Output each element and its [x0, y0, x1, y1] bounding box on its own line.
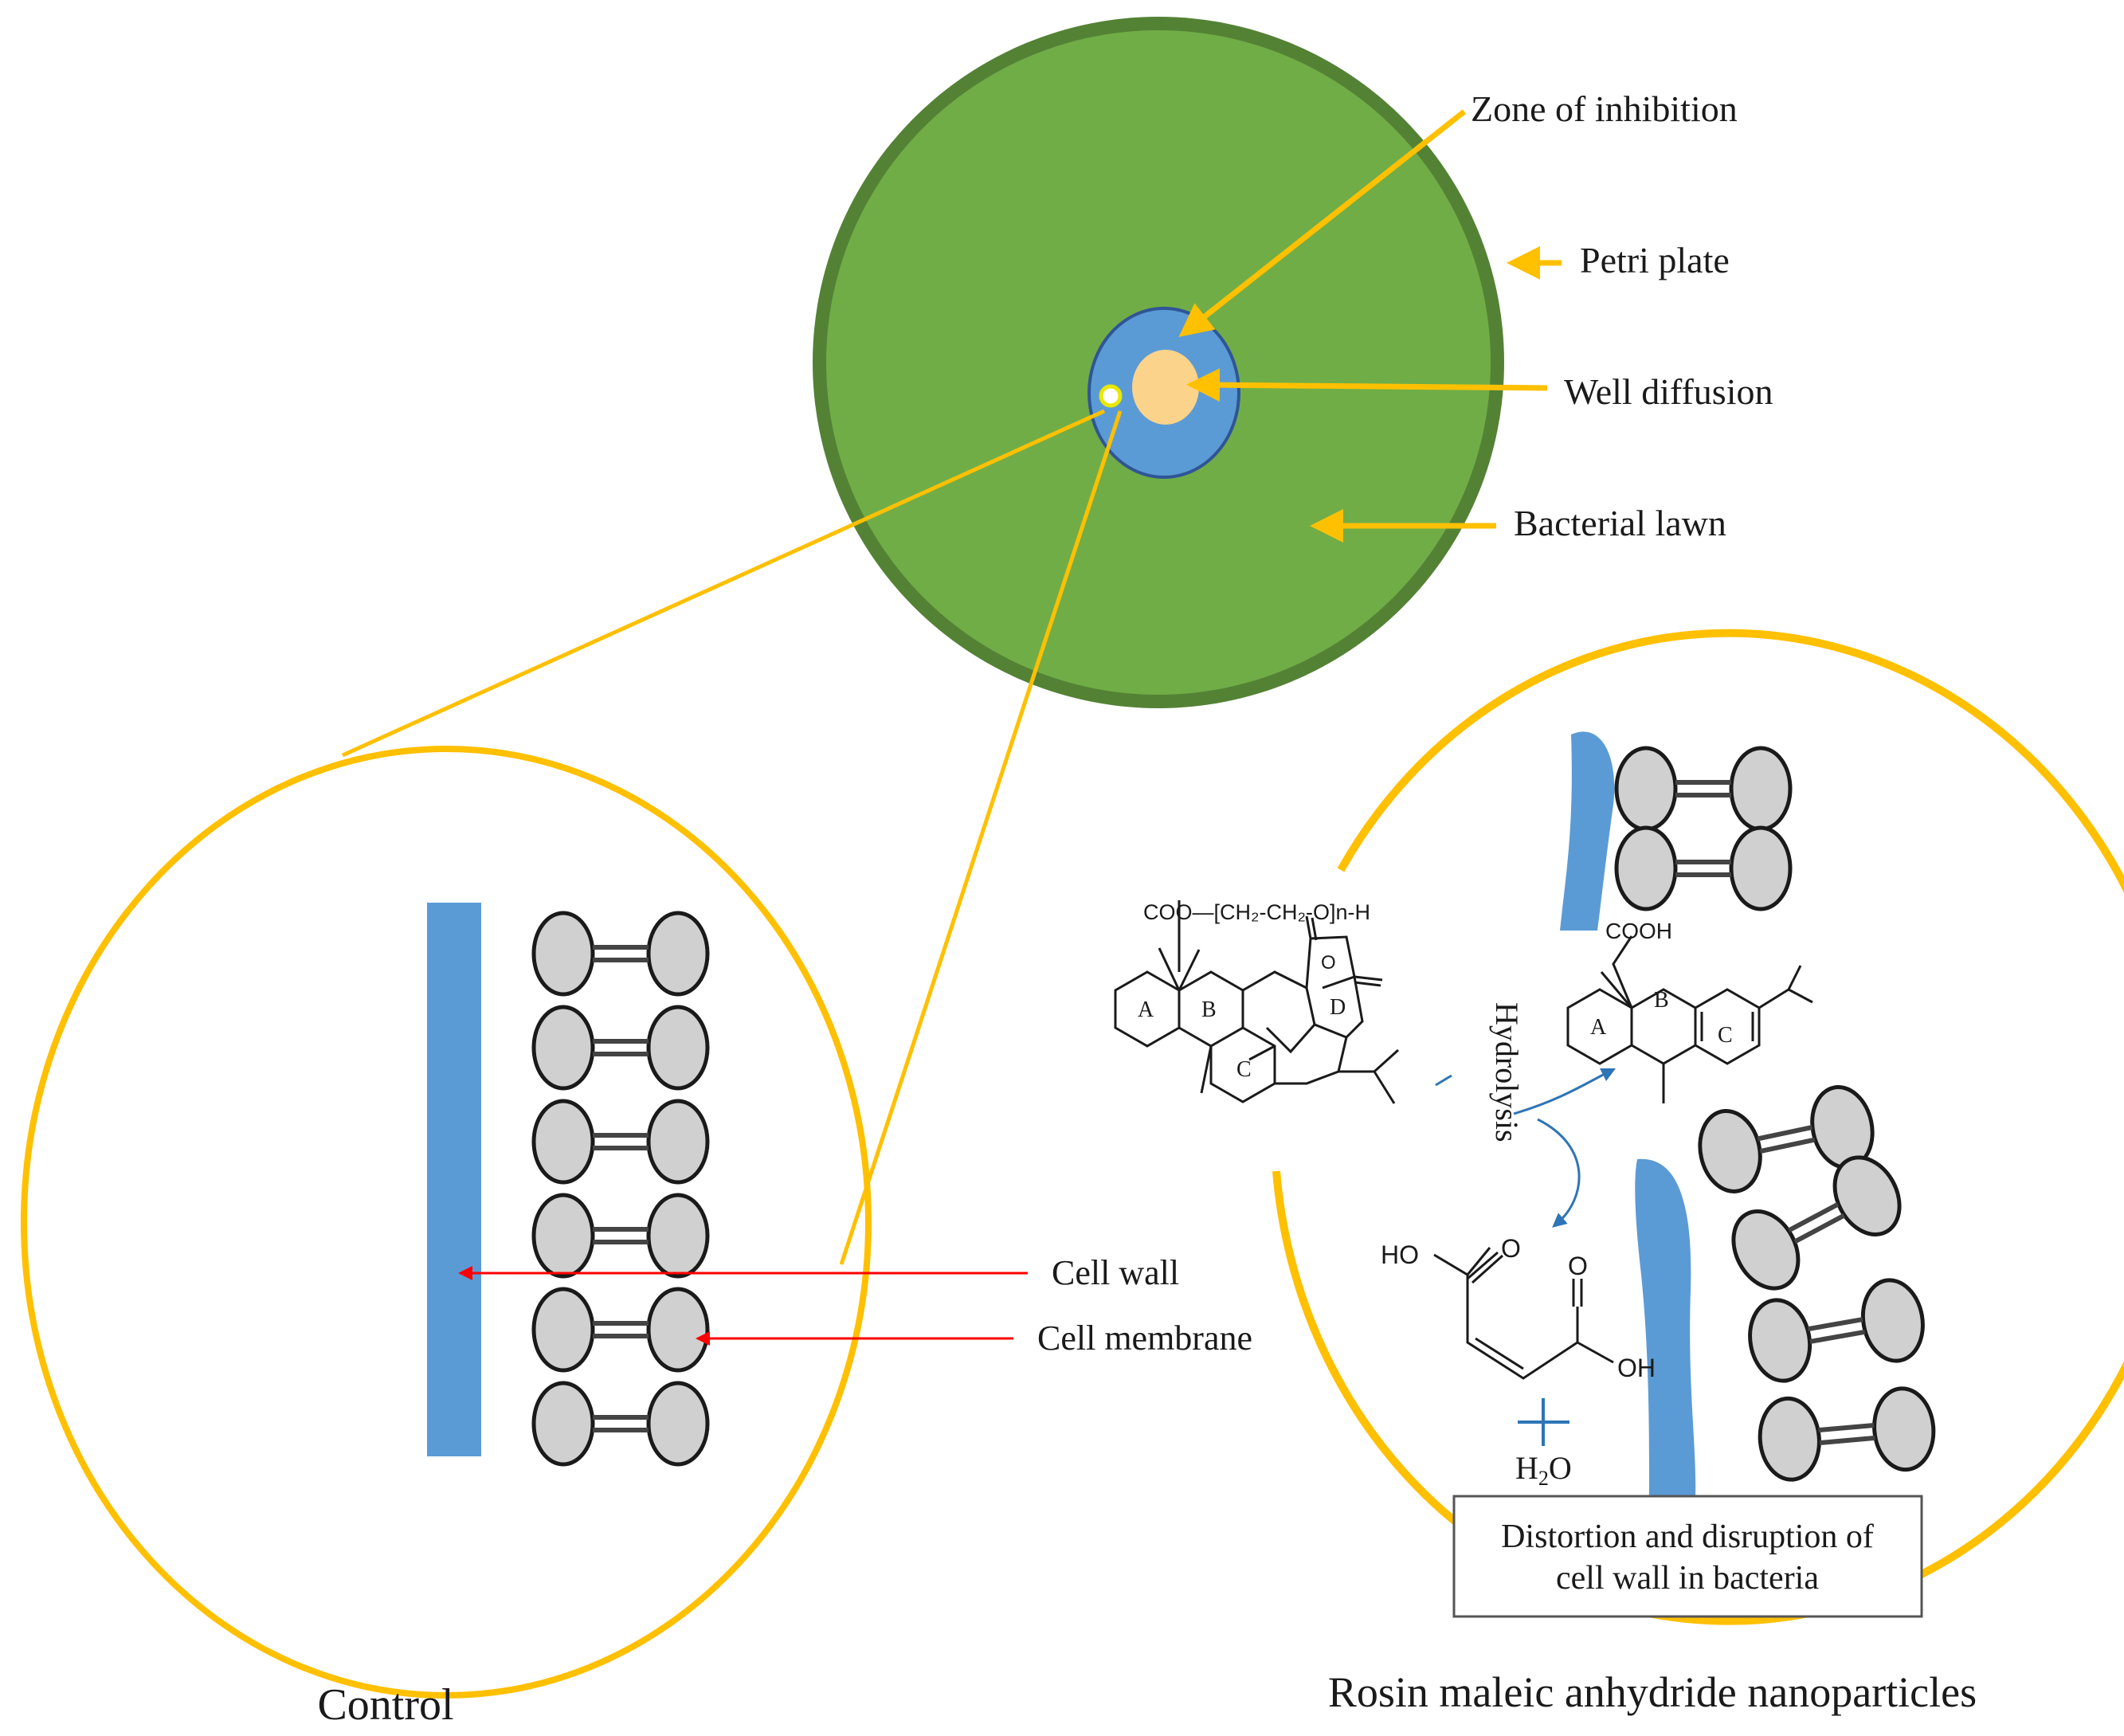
ester-group-label: COO—[CH₂-CH₂-O]n-H: [1143, 900, 1370, 924]
cell-membrane-label: Cell membrane: [1037, 1319, 1252, 1358]
control-pointers: [458, 1266, 1028, 1346]
rosin-panel: COO—[CH₂-CH₂-O]n-H D A B C O Hydrolysis …: [1114, 629, 2124, 1716]
hydrolysis-arrow-to-rosin-acid: [1513, 1068, 1617, 1115]
control-panel: Cell wall Cell membrane Control: [21, 746, 1252, 1730]
membrane-bottom: [1693, 1081, 1937, 1482]
maleic-acid-structure: [1433, 1247, 1614, 1380]
acid-group-label: COOH: [1605, 919, 1672, 943]
plate-pointers: [1178, 109, 1562, 543]
magnify-line-upper: [341, 409, 1106, 758]
acid-ring-a-label: A: [1590, 1015, 1607, 1040]
maleic-oh-label: OH: [1617, 1354, 1656, 1382]
maleic-ho-label: HO: [1381, 1240, 1419, 1269]
maleic-o-right-label: O: [1568, 1252, 1588, 1280]
rosin-acid-structure: [1566, 935, 1813, 1103]
hydrolysis-minus-sign: [1435, 1074, 1452, 1087]
zone-of-inhibition-label: Zone of inhibition: [1471, 88, 1738, 129]
distorted-wall-bottom: [1635, 1158, 1696, 1508]
maleic-o-top-label: O: [1501, 1234, 1521, 1263]
magnification-lines: [341, 409, 1123, 1265]
ester-ring-c-label: C: [1236, 1057, 1252, 1082]
well-pointer-arrow: [1186, 368, 1548, 402]
control-cell-membrane: [534, 913, 707, 1464]
magnified-point: [1099, 384, 1123, 408]
acid-ring-b-label: B: [1654, 988, 1669, 1013]
control-cell-wall: [427, 903, 481, 1456]
water-label: H2O: [1515, 1450, 1572, 1490]
magnify-line-lower: [839, 410, 1123, 1265]
well-diffusion-label: Well diffusion: [1564, 371, 1773, 412]
bacterial-lawn-label: Bacterial lawn: [1514, 503, 1726, 543]
rosin-title: Rosin maleic anhydride nanoparticles: [1328, 1668, 1977, 1716]
hydrolysis-arrow-to-maleic-acid: [1537, 1118, 1581, 1228]
rosin-ester-structure: [1114, 900, 1400, 1104]
zone-pointer-arrow: [1178, 109, 1467, 338]
control-title: Control: [317, 1680, 453, 1730]
membrane-top: [1617, 748, 1790, 909]
distorted-wall-top: [1560, 731, 1615, 931]
anhydride-oxygen-label: O: [1321, 952, 1336, 974]
distortion-text-line2: cell wall in bacteria: [1556, 1560, 1819, 1597]
petri-plate: [813, 17, 1504, 708]
ester-ring-b-label: B: [1201, 997, 1217, 1022]
well: [1132, 350, 1199, 425]
ester-ring-d-label: D: [1330, 995, 1346, 1020]
hydrolysis-label: Hydrolysis: [1489, 1002, 1525, 1142]
distortion-box: [1452, 1495, 1923, 1618]
petri-plate-label: Petri plate: [1580, 240, 1730, 280]
distortion-text-line1: Distortion and disruption of: [1501, 1519, 1874, 1555]
ester-ring-a-label: A: [1138, 997, 1154, 1022]
control-magnifier-circle: [21, 746, 872, 1699]
acid-ring-c-label: C: [1718, 1023, 1733, 1048]
cell-wall-label: Cell wall: [1052, 1253, 1179, 1292]
plus-sign: [1518, 1398, 1569, 1446]
